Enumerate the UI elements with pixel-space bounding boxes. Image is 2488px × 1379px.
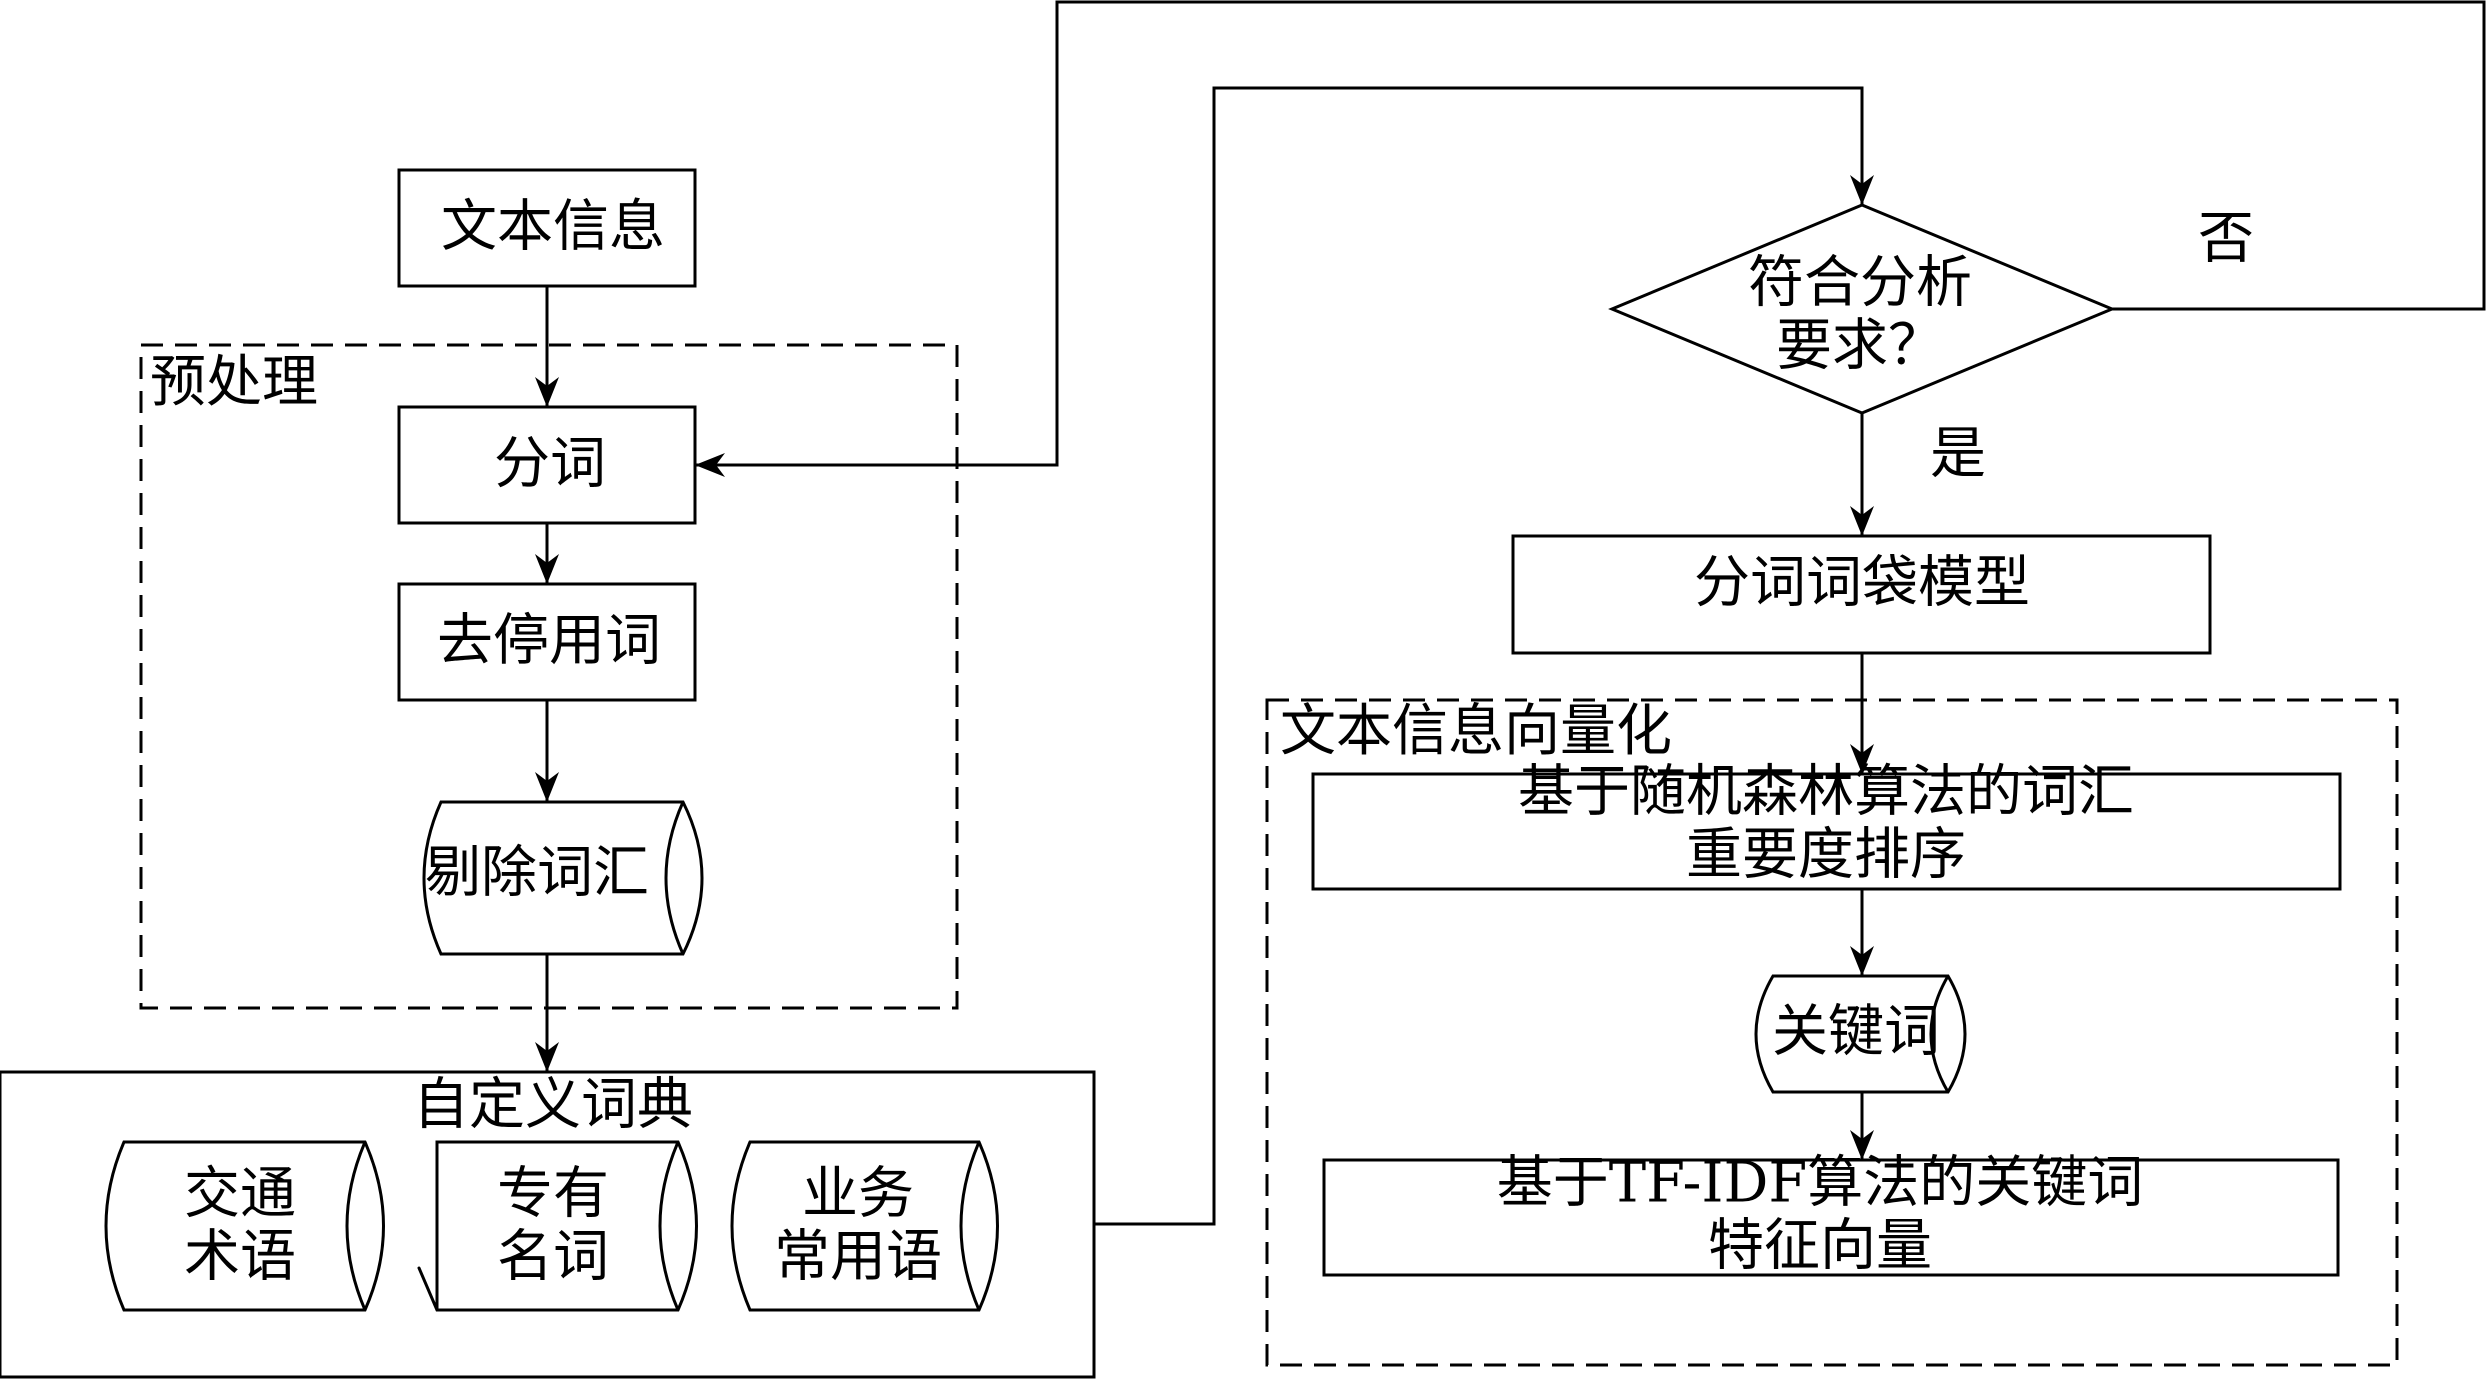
rf-ranking-label: 基于随机森林算法的词汇重要度排序 [1518,759,2134,887]
bow-model-label: 分词词袋模型 [1694,550,2030,616]
dict-traffic-label: 交通 术语 [184,1161,296,1289]
yes-edge-label: 是 [1930,421,1986,487]
preprocess-group-box [139,343,959,1010]
dict-business-label: 业务 常用语 [774,1161,942,1289]
preprocess-group-label: 预处理 [150,350,318,415]
keywords-label: 关键词 [1772,999,1940,1065]
keywords-cylinder [1754,974,1967,1094]
custom-dict-label: 自定义词典 [413,1072,693,1138]
dict-traffic-cylinder [104,1140,385,1312]
remove-vocab-cylinder [422,800,704,956]
remove-stopwords-label: 去停用词 [437,608,661,674]
no-edge-label: 否 [2198,206,2254,272]
tfidf-vector-label: 基于TF-IDF算法的关键词特征向量 [1496,1150,2144,1278]
vectorize-group-box [1265,698,2399,1367]
dict-proper-cylinder [417,1140,698,1312]
decision-label: 符合分析 要求？ [1748,250,1972,378]
rf-ranking-box [1311,772,2342,891]
tfidf-vector-box [1322,1158,2340,1277]
remove-vocab-label: 剔除词汇 [425,840,649,906]
dict-proper-label: 专有 名词 [497,1161,609,1289]
arrow-no-loop-to-segment [695,0,2486,477]
dict-business-cylinder [730,1140,999,1312]
segment-label: 分词 [494,431,606,497]
vectorize-group-label: 文本信息向量化 [1280,699,1672,764]
arrow-dict-to-decision [1094,86,1874,1226]
text-info-label: 文本信息 [441,194,665,260]
